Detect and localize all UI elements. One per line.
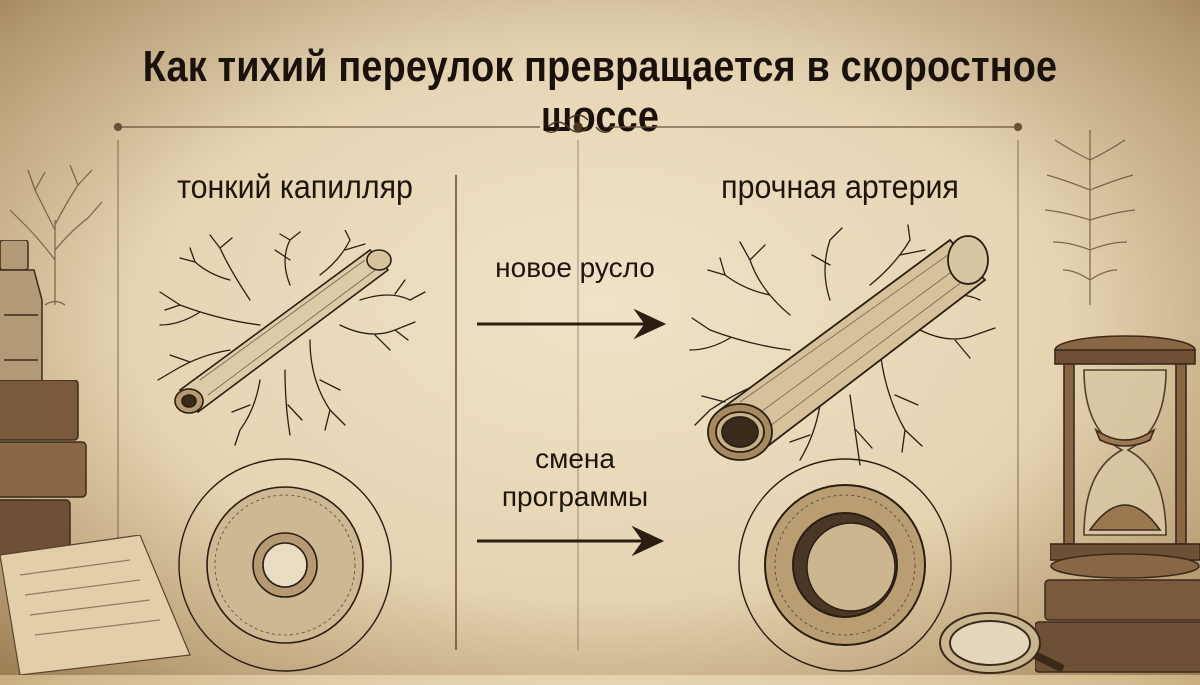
ink-bottle-icon bbox=[0, 240, 43, 391]
magnifier-icon bbox=[939, 612, 1065, 674]
ornament-icon bbox=[545, 114, 611, 134]
thin-capillary-illustration bbox=[157, 230, 426, 446]
tree-sketch-icon bbox=[1044, 130, 1136, 305]
right-arrow-icon bbox=[477, 525, 665, 557]
strong-artery-illustration bbox=[689, 224, 996, 466]
right-arrow-icon bbox=[477, 308, 667, 340]
artery-cross-section bbox=[738, 458, 952, 672]
step-new-channel-label: новое русло bbox=[495, 252, 655, 283]
books-icon bbox=[0, 380, 87, 556]
right-panel-label: прочная артерия bbox=[721, 168, 959, 205]
capillary-cross-section bbox=[178, 458, 392, 672]
step-program-change-label: смена программы bbox=[470, 440, 680, 516]
books-icon bbox=[1035, 579, 1200, 673]
page-title: Как тихий переулок превращается в скорос… bbox=[142, 42, 1058, 141]
step-program-change-line2: программы bbox=[501, 481, 649, 512]
step-program-change-line1: смена bbox=[535, 443, 615, 474]
paper-sheet-decor bbox=[0, 535, 191, 675]
left-panel-label: тонкий капилляр bbox=[177, 168, 413, 205]
hourglass-icon bbox=[1050, 335, 1200, 579]
tree-sketch-icon bbox=[9, 164, 103, 306]
